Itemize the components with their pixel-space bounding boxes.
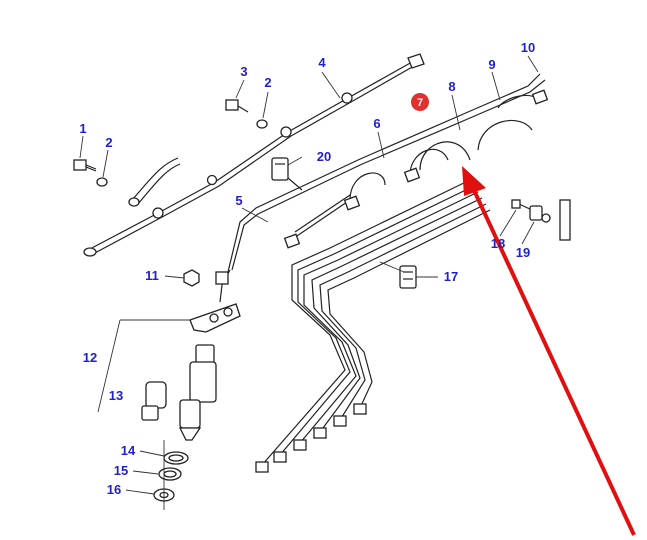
banjo-bolt-1 bbox=[73, 159, 97, 172]
banjo-bolt-3 bbox=[225, 99, 249, 113]
part-label-10: 10 bbox=[521, 40, 535, 55]
part-label-2b: 2 bbox=[264, 75, 271, 90]
clamp-17 bbox=[399, 265, 417, 289]
injector-12 bbox=[178, 344, 217, 441]
part-label-18: 18 bbox=[491, 236, 505, 251]
part-label-4: 4 bbox=[318, 55, 326, 70]
part-label-2a: 2 bbox=[105, 135, 112, 150]
leak-off-line bbox=[83, 53, 425, 257]
part-label-8: 8 bbox=[448, 79, 455, 94]
part-label-9: 9 bbox=[488, 57, 495, 72]
part-label-6: 6 bbox=[373, 116, 380, 131]
part-label-15: 15 bbox=[114, 463, 128, 478]
pipe-nuts bbox=[215, 89, 549, 473]
part-label-20: 20 bbox=[317, 149, 331, 164]
washer-2a bbox=[96, 177, 108, 187]
highlight-badge bbox=[411, 93, 429, 111]
part-label-17: 17 bbox=[444, 269, 458, 284]
return-hose bbox=[131, 157, 179, 201]
injection-pipes bbox=[219, 73, 546, 466]
part-label-16: 16 bbox=[107, 482, 121, 497]
part-label-12: 12 bbox=[83, 350, 97, 365]
part-label-3: 3 bbox=[240, 64, 247, 79]
part-label-14: 14 bbox=[121, 443, 136, 458]
part-label-7: 7 bbox=[417, 97, 423, 109]
clamp-20 bbox=[271, 157, 303, 191]
seal-rings bbox=[153, 451, 189, 502]
part-label-5: 5 bbox=[235, 193, 242, 208]
bracket-18-19 bbox=[511, 199, 571, 241]
part-label-11: 11 bbox=[145, 268, 159, 283]
nozzle-13 bbox=[141, 381, 167, 421]
highlight-arrow bbox=[462, 166, 636, 536]
part-label-1: 1 bbox=[79, 121, 86, 136]
washer-2b bbox=[256, 119, 268, 129]
part-label-19: 19 bbox=[516, 245, 530, 260]
part-label-13: 13 bbox=[109, 388, 123, 403]
clamp-plate bbox=[189, 303, 241, 333]
leader-lines bbox=[79, 55, 539, 495]
nut-11 bbox=[183, 269, 200, 287]
